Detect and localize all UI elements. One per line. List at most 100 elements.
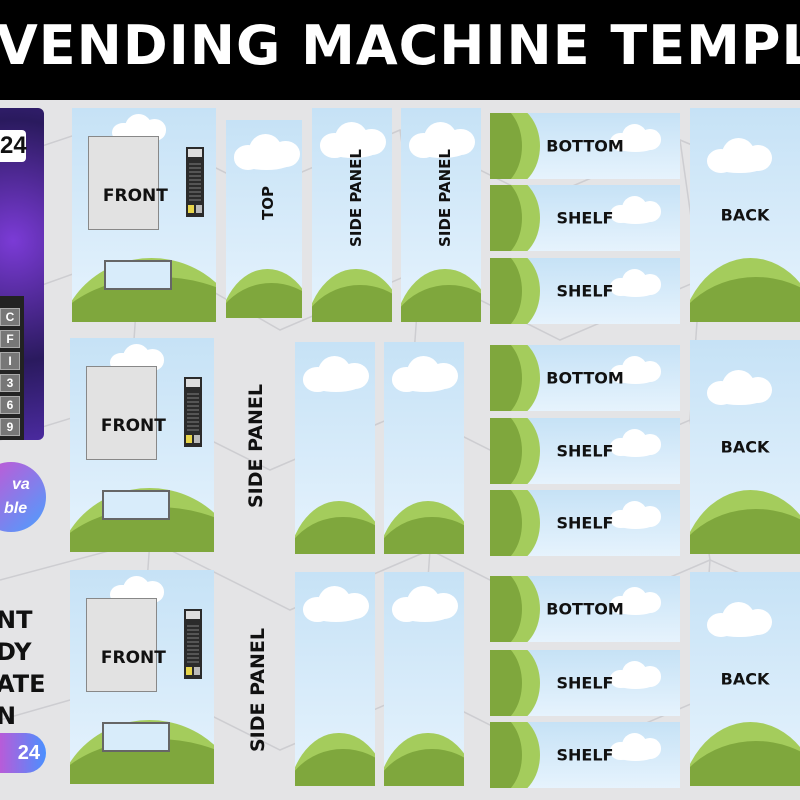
side-panel-row2-a [295, 342, 375, 554]
badge-line1: va [12, 476, 30, 493]
label-top: TOP [258, 186, 277, 221]
back-panel-row1: BACK [690, 108, 800, 322]
cloud-shape [610, 584, 661, 615]
bottom-strip-row3: BOTTOM [490, 576, 680, 642]
counter-display: 24 [0, 130, 27, 162]
hill-dark [490, 113, 522, 179]
keypad-panel [184, 608, 202, 679]
label-side-panel: SIDE PANEL [436, 148, 454, 247]
cloud-shape [610, 658, 661, 689]
key-f: F [0, 330, 20, 348]
keypad-part [188, 204, 194, 213]
side-panel-row2-b [384, 342, 464, 554]
hill-dark [490, 345, 522, 411]
cloud-shape [610, 426, 661, 457]
label-side-panel: SIDE PANEL [347, 148, 365, 247]
left-year-pill: 24 [0, 733, 46, 773]
key-i: I [0, 352, 20, 370]
label-shelf: SHELF [556, 673, 614, 693]
key-6: 6 [0, 396, 20, 414]
label-front: FRONT [100, 647, 166, 668]
cloud-shape [303, 582, 369, 622]
shelf-strip-row1-b: SHELF [490, 258, 680, 324]
cloud-shape [233, 130, 300, 170]
keypad-panel [186, 146, 204, 217]
label-back: BACK [720, 437, 770, 457]
label-back: BACK [720, 205, 770, 225]
back-panel-row3: BACK [690, 572, 800, 786]
keypad-part [194, 666, 200, 675]
cloud-shape [610, 730, 661, 761]
shelf-strip-row3-a: SHELF [490, 650, 680, 716]
title-bar: VENDING MACHINE TEMPLATE [0, 0, 800, 100]
shelf-strip-row2-a: SHELF [490, 418, 680, 484]
hill-dark [490, 185, 522, 251]
label-back: BACK [720, 669, 770, 689]
page-title: VENDING MACHINE TEMPLATE [0, 14, 800, 77]
cloud-shape [303, 352, 369, 392]
cloud-shape [706, 366, 773, 406]
badge-line2: ble [4, 500, 28, 517]
front-window [86, 598, 158, 693]
left-text-line3: ATE [0, 670, 46, 698]
keypad-part [186, 610, 200, 619]
cloud-shape [706, 134, 773, 174]
left-text-line2: DY [0, 638, 32, 666]
hill-dark [490, 650, 522, 716]
back-panel-row2: BACK [690, 340, 800, 554]
side-panel-row1-b: SIDE PANEL [401, 108, 481, 322]
keypad-part [187, 390, 199, 431]
label-side-panel-row3: SIDE PANEL [247, 628, 269, 752]
label-shelf: SHELF [556, 441, 614, 461]
hill-dark [490, 722, 522, 788]
keypad-part [196, 204, 202, 213]
side-panel-row1-a: SIDE PANEL [312, 108, 392, 322]
keypad-part [188, 148, 202, 157]
shelf-strip-row2-b: SHELF [490, 490, 680, 556]
cloud-shape [610, 193, 661, 224]
cloud-shape [610, 266, 661, 297]
label-shelf: SHELF [556, 208, 614, 228]
keypad-part [186, 666, 192, 675]
cloud-shape [610, 498, 661, 529]
keypad-part [186, 434, 192, 443]
label-shelf: SHELF [556, 745, 614, 765]
keypad-part [187, 622, 199, 663]
side-panel-row3-a [295, 572, 375, 786]
hill-dark [490, 576, 522, 642]
label-side-panel-row2: SIDE PANEL [245, 384, 267, 508]
left-machine-preview: 24 C F I 3 6 9 # [0, 108, 44, 440]
cloud-shape [409, 118, 475, 158]
dispense-slot [101, 489, 171, 520]
key-3: 3 [0, 374, 20, 392]
top-panel: TOP [226, 120, 302, 318]
keypad-part [186, 378, 200, 387]
cloud-shape [706, 598, 773, 638]
cloud-shape [392, 352, 458, 392]
cloud-shape [320, 118, 386, 158]
side-panel-row3-b [384, 572, 464, 786]
key-c: C [0, 308, 20, 326]
left-text-line4: N [0, 702, 17, 730]
hill-dark [490, 490, 522, 556]
keypad-panel [184, 376, 202, 447]
hill-dark [490, 418, 522, 484]
cloud-shape [610, 121, 661, 152]
bottom-strip-row1: BOTTOM [490, 113, 680, 179]
label-shelf: SHELF [556, 281, 614, 301]
label-bottom: BOTTOM [546, 368, 624, 388]
shelf-strip-row1-a: SHELF [490, 185, 680, 251]
dispense-slot [103, 259, 173, 290]
label-front: FRONT [100, 415, 166, 436]
front-panel-row3: FRONT [70, 570, 214, 784]
shelf-strip-row3-b: SHELF [490, 722, 680, 788]
left-text-line1: NT [0, 606, 33, 634]
key-9: 9 [0, 418, 20, 436]
front-panel-row1: FRONT [72, 108, 216, 322]
label-bottom: BOTTOM [546, 136, 624, 156]
cloud-shape [392, 582, 458, 622]
bottom-strip-row2: BOTTOM [490, 345, 680, 411]
label-front: FRONT [102, 185, 168, 206]
front-panel-row2: FRONT [70, 338, 214, 552]
label-bottom: BOTTOM [546, 599, 624, 619]
